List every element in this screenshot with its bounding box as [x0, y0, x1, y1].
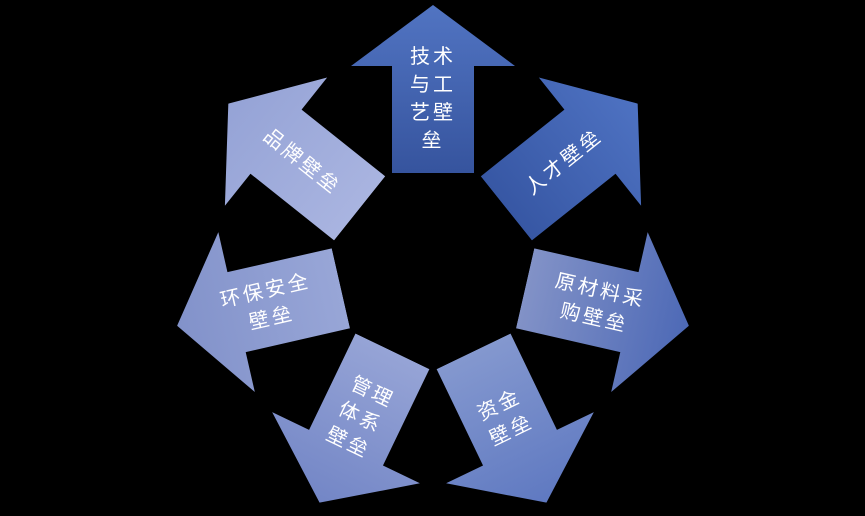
arrow-raw-material-procurement-barrier: 原材料采购壁垒 [506, 208, 706, 405]
arrow-label-line: 垒 [421, 130, 445, 153]
block-arrow-shape [177, 231, 351, 392]
block-arrow-shape [224, 77, 386, 241]
arrow-capital-barrier: 资金壁垒 [400, 316, 621, 516]
block-arrow-shape [480, 77, 642, 241]
arrow-label-line: 艺壁 [410, 102, 456, 125]
arrow-label-line: 技术 [410, 46, 456, 69]
block-arrow-shape [271, 333, 430, 504]
block-arrow-shape [515, 231, 689, 392]
arrow-management-system-barrier: 管理体系壁垒 [245, 316, 466, 516]
arrow-talent-barrier: 人才壁垒 [455, 40, 689, 273]
block-arrow-shape [351, 5, 515, 173]
arrow-environment-safety-barrier: 环保安全壁垒 [159, 208, 359, 405]
arrow-label-line: 与工 [410, 74, 456, 97]
block-arrow-shape [436, 333, 595, 504]
arrow-technology-craft-barrier: 技术与工艺壁垒 [351, 5, 515, 173]
arrow-brand-barrier: 品牌壁垒 [177, 40, 411, 273]
arrow-label: 技术与工艺壁垒 [410, 43, 456, 155]
